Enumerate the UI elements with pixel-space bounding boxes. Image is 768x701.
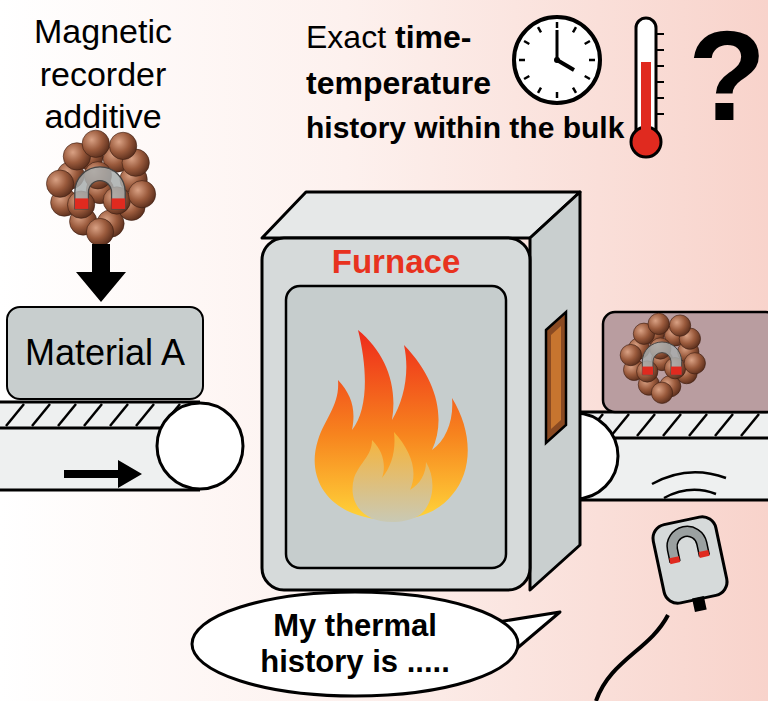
heading-text: temperature xyxy=(306,64,491,102)
heading-text: Exact xyxy=(306,18,386,56)
process-box: Material A xyxy=(6,306,204,400)
furnace-label-area: Furnace xyxy=(262,240,530,284)
additive-label: Magnetic recorder additive xyxy=(8,10,198,138)
processed-material xyxy=(603,312,768,412)
node-text: Furnace xyxy=(332,243,461,281)
node-text: Material A xyxy=(25,332,185,373)
thermometer-icon xyxy=(631,18,664,157)
node-text: My thermal history is ..... xyxy=(230,608,480,679)
heading-text: history within the bulk xyxy=(306,110,624,146)
heading-text: time- xyxy=(395,18,471,56)
question-mark: ? xyxy=(688,12,766,140)
down-arrow xyxy=(76,244,126,302)
furnace xyxy=(262,192,580,590)
clock-icon xyxy=(514,17,600,103)
magnetic-reader xyxy=(596,472,732,701)
speech-bubble: My thermal history is ..... xyxy=(190,590,520,698)
